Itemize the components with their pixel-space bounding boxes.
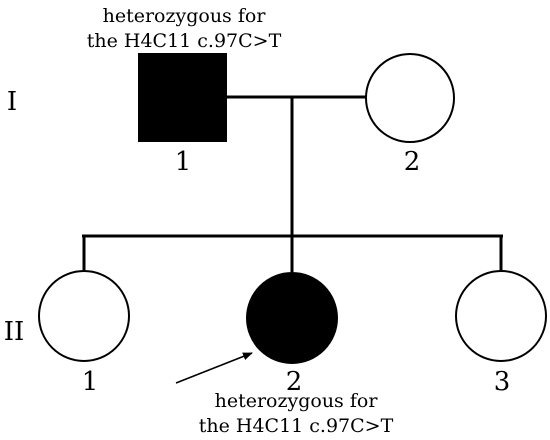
generation-label-I: I (7, 87, 17, 117)
individual-I-2-female (365, 53, 455, 143)
proband-genotype-note-line2: the H4C11 c.97C>T (199, 415, 394, 437)
individual-II-1-female (38, 270, 130, 362)
generation-label-II: II (4, 317, 25, 347)
proband-genotype-note-line1: heterozygous for (215, 390, 379, 412)
father-genotype-note-line2: the H4C11 c.97C>T (87, 30, 282, 52)
individual-number-I-2: 2 (404, 147, 421, 177)
individual-number-I-1: 1 (175, 147, 192, 177)
individual-I-1-affected-male (138, 53, 227, 142)
individual-II-2-proband-affected-female (246, 272, 338, 364)
individual-number-II-3: 3 (494, 367, 511, 397)
father-genotype-note-line1: heterozygous for (103, 5, 267, 27)
individual-II-3-female (455, 270, 547, 362)
individual-number-II-2: 2 (286, 367, 303, 397)
proband-arrow (175, 352, 253, 384)
individual-number-II-1: 1 (82, 367, 99, 397)
